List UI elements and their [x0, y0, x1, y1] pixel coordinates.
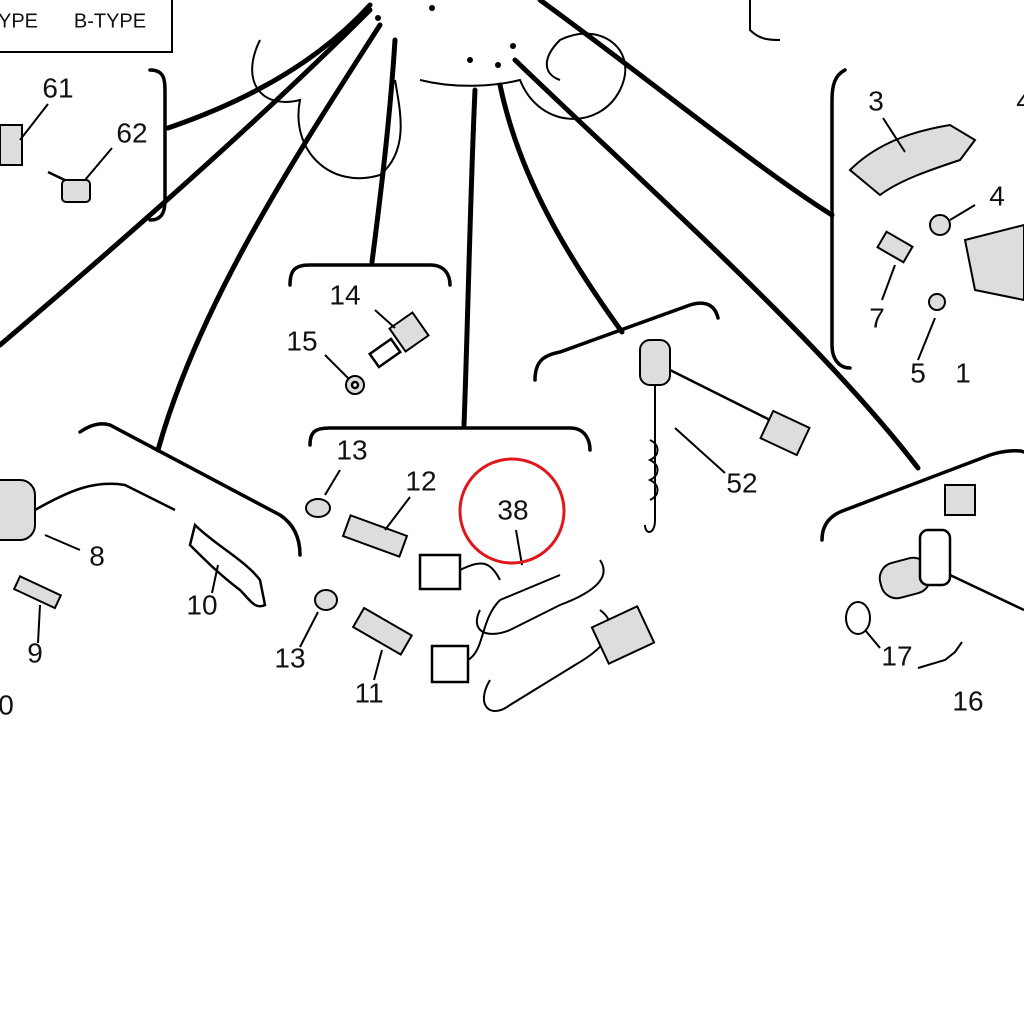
- part-52-sensor: [639, 339, 811, 533]
- callout-0-partial[interactable]: 0: [0, 689, 14, 720]
- b-type-label: B-TYPE: [74, 10, 146, 32]
- callout-12[interactable]: 12: [405, 465, 436, 496]
- part-12-11-switches: [305, 498, 501, 684]
- callout-10[interactable]: 10: [186, 589, 217, 620]
- group-brackets: [78, 68, 1024, 557]
- callout-16[interactable]: 16: [952, 685, 983, 716]
- callout-13-top[interactable]: 13: [336, 434, 367, 465]
- part-16-17: [845, 484, 1024, 669]
- callout-52[interactable]: 52: [726, 467, 757, 498]
- part-14-sensor: [345, 311, 430, 395]
- a-type-label: YPE: [0, 10, 38, 32]
- callout-9[interactable]: 9: [27, 637, 43, 668]
- leader-lines: [19, 103, 976, 681]
- callout-38[interactable]: 38: [497, 494, 528, 525]
- harness-leads: [0, 0, 921, 471]
- callout-3[interactable]: 3: [868, 85, 884, 116]
- callout-11[interactable]: 11: [354, 677, 383, 708]
- callout-8[interactable]: 8: [89, 540, 105, 571]
- part-38-sensor: [475, 559, 656, 712]
- callout-17[interactable]: 17: [881, 640, 912, 671]
- callout-5[interactable]: 5: [910, 357, 926, 388]
- part-61-62-bolts: [0, 124, 91, 203]
- callout-4-top[interactable]: 4: [1016, 85, 1024, 116]
- part-8-9-10: [0, 479, 267, 610]
- callout-7[interactable]: 7: [869, 302, 885, 333]
- callouts: 61 62 3 4 4 7 5 1 14 15 13 12 38 52 8 9 …: [0, 72, 1024, 720]
- part-3-4-bracket: [848, 123, 1024, 311]
- callout-4[interactable]: 4: [989, 180, 1005, 211]
- callout-13-bottom[interactable]: 13: [274, 642, 305, 673]
- type-legend-box: YPE B-TYPE: [0, 0, 173, 53]
- highlight-circle: [458, 457, 566, 565]
- callout-15[interactable]: 15: [286, 325, 317, 356]
- callout-62[interactable]: 62: [116, 117, 147, 148]
- engine-outline: [251, 0, 781, 180]
- callout-61[interactable]: 61: [42, 72, 73, 103]
- callout-1[interactable]: 1: [955, 357, 971, 388]
- callout-14[interactable]: 14: [329, 279, 360, 310]
